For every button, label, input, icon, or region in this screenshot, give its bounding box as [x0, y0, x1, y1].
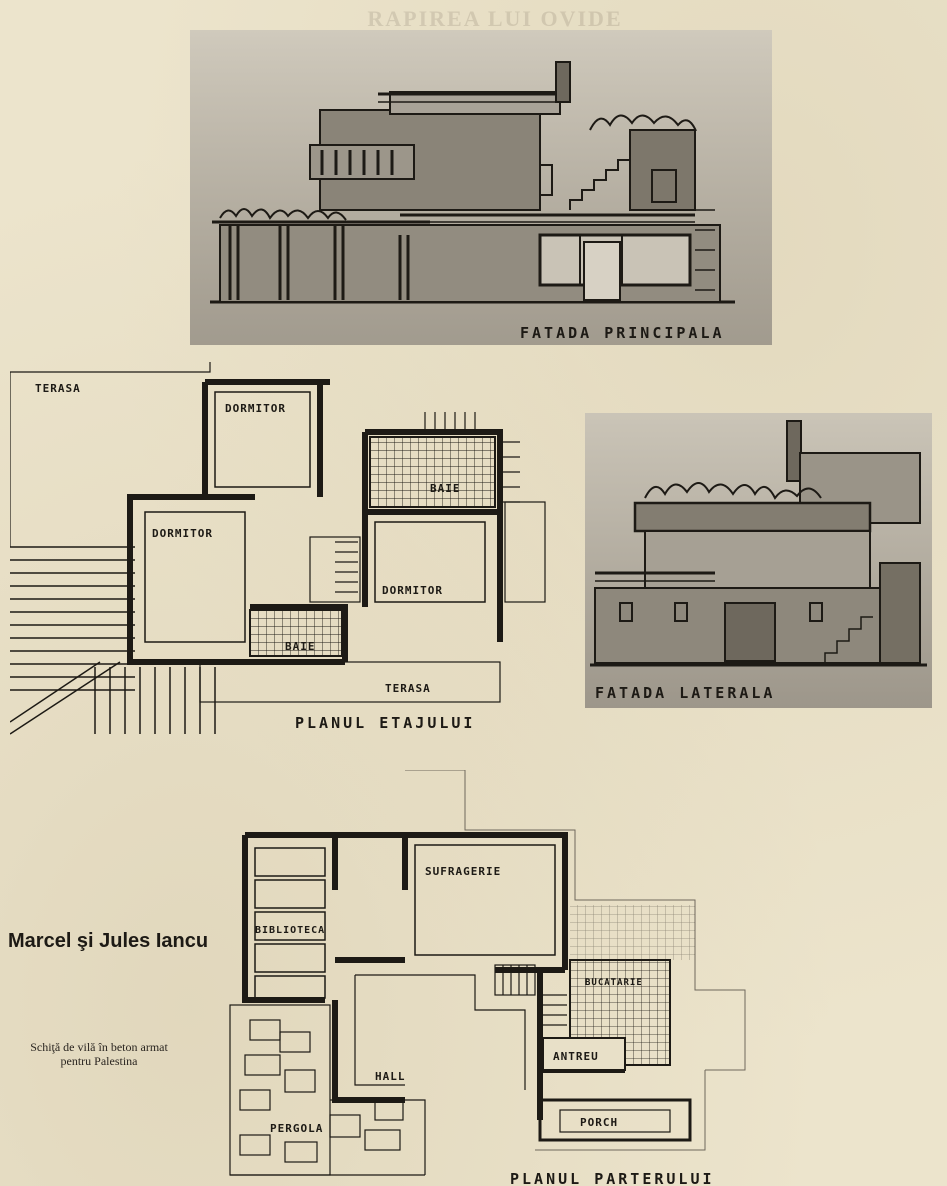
project-description: Schiţă de vilă în beton armat pentru Pal…: [30, 1040, 168, 1068]
main-facade-caption: FATADA PRINCIPALA: [520, 324, 725, 342]
faded-heading: RAPIREA LUI OVIDE: [367, 6, 623, 31]
hall-label: HALL: [375, 1070, 406, 1083]
bath-label-2: BAIE: [285, 640, 316, 653]
ground-plan-caption: PLANUL PARTERULUI: [510, 1170, 715, 1186]
side-facade-caption: FATADA LATERALA: [595, 684, 775, 702]
upper-floor-plan: TERASA DORMITOR DORMITOR DORMITOR BAIE B…: [10, 362, 555, 740]
upper-plan-caption: PLANUL ETAJULUI: [295, 714, 475, 732]
upper-terrace-label: TERASA: [35, 382, 81, 395]
pantry-label: ANTREU: [553, 1050, 599, 1063]
pergola-label: PERGOLA: [270, 1122, 323, 1135]
side-facade-drawing: FATADA LATERALA: [585, 413, 932, 708]
ground-floor-plan: SUFRAGERIE BIBLIOTECA BUCATARIE ANTREU H…: [225, 770, 755, 1186]
kitchen-label: BUCATARIE: [585, 978, 643, 988]
main-facade-drawing: FATADA PRINCIPALA: [190, 30, 772, 345]
library-label: BIBLIOTECA: [255, 925, 325, 936]
dining-label: SUFRAGERIE: [425, 865, 501, 878]
bath-label-1: BAIE: [430, 482, 461, 495]
bedroom-label-3: DORMITOR: [382, 584, 443, 597]
bedroom-label-1: DORMITOR: [225, 402, 286, 415]
author-credit: Marcel şi Jules Iancu: [8, 930, 209, 952]
lower-terrace-label: TERASA: [385, 682, 431, 695]
porch-label: PORCH: [580, 1116, 618, 1129]
bedroom-label-2: DORMITOR: [152, 527, 213, 540]
